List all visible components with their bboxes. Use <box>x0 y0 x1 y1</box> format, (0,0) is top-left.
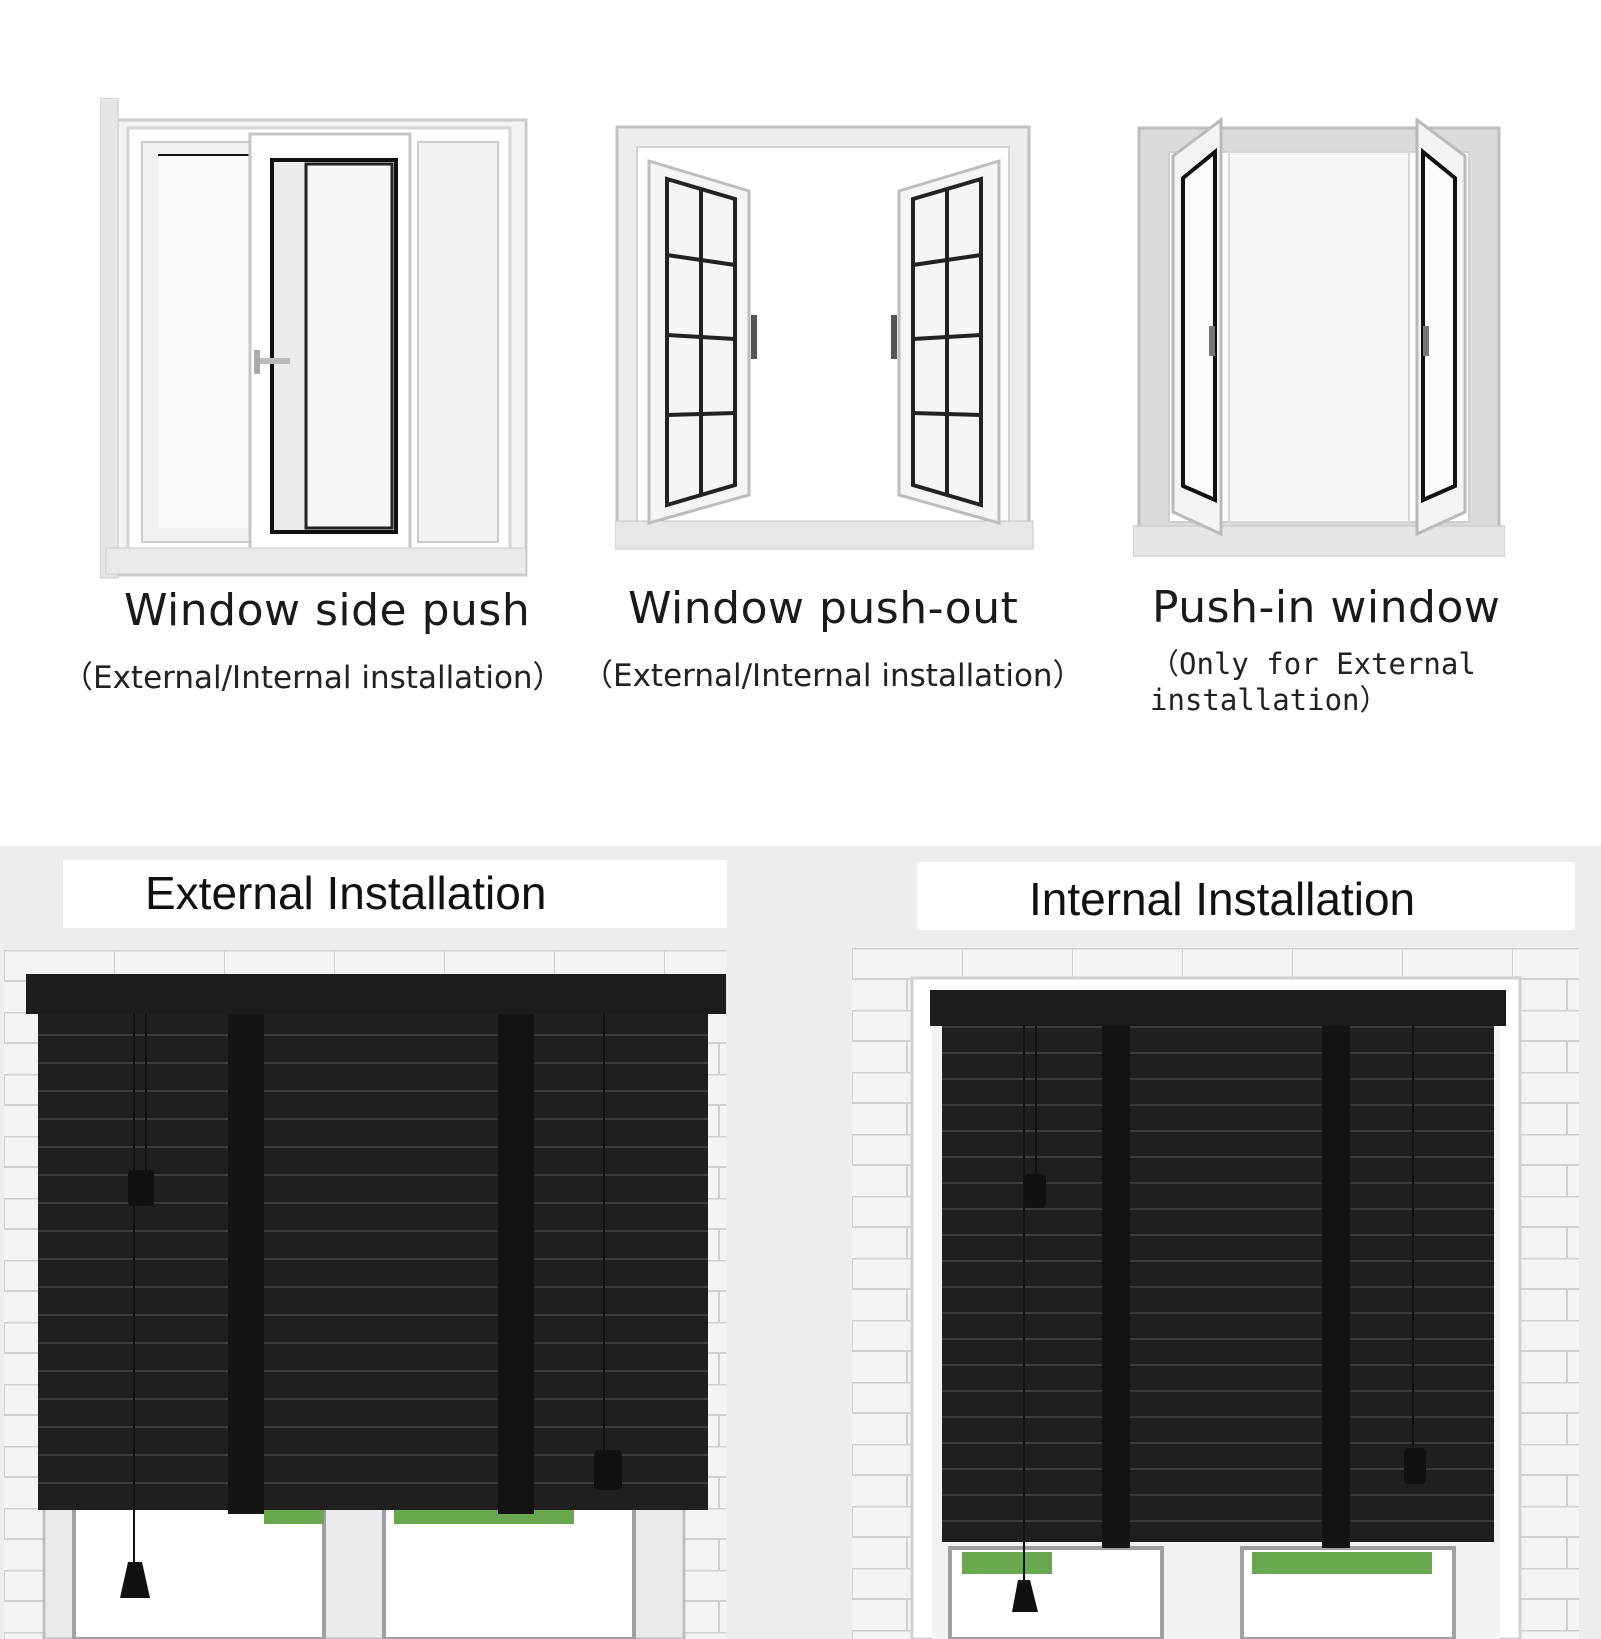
internal-installation-scene <box>852 948 1579 1639</box>
window-type-title: Window side push <box>124 585 531 636</box>
window-type-title: Push-in window <box>1152 582 1501 633</box>
outward-casement-window-illustration <box>615 125 1034 550</box>
window-type-note: （External/Internal installation） <box>62 660 564 696</box>
venetian-blind <box>930 990 1506 1612</box>
installation-label: External Installation <box>63 860 727 928</box>
installation-label-text: Internal Installation <box>1029 873 1416 925</box>
installation-label-text: External Installation <box>145 867 547 919</box>
inward-casement-window-illustration <box>1133 117 1505 557</box>
external-installation-scene <box>4 950 726 1639</box>
venetian-blind <box>26 974 726 1598</box>
window-type-note: （Only for External installation） <box>1150 647 1476 717</box>
sliding-window-illustration <box>100 98 528 579</box>
window-type-title: Window push-out <box>628 583 1019 634</box>
window-type-note: （External/Internal installation） <box>582 658 1084 694</box>
installation-label: Internal Installation <box>917 862 1575 930</box>
